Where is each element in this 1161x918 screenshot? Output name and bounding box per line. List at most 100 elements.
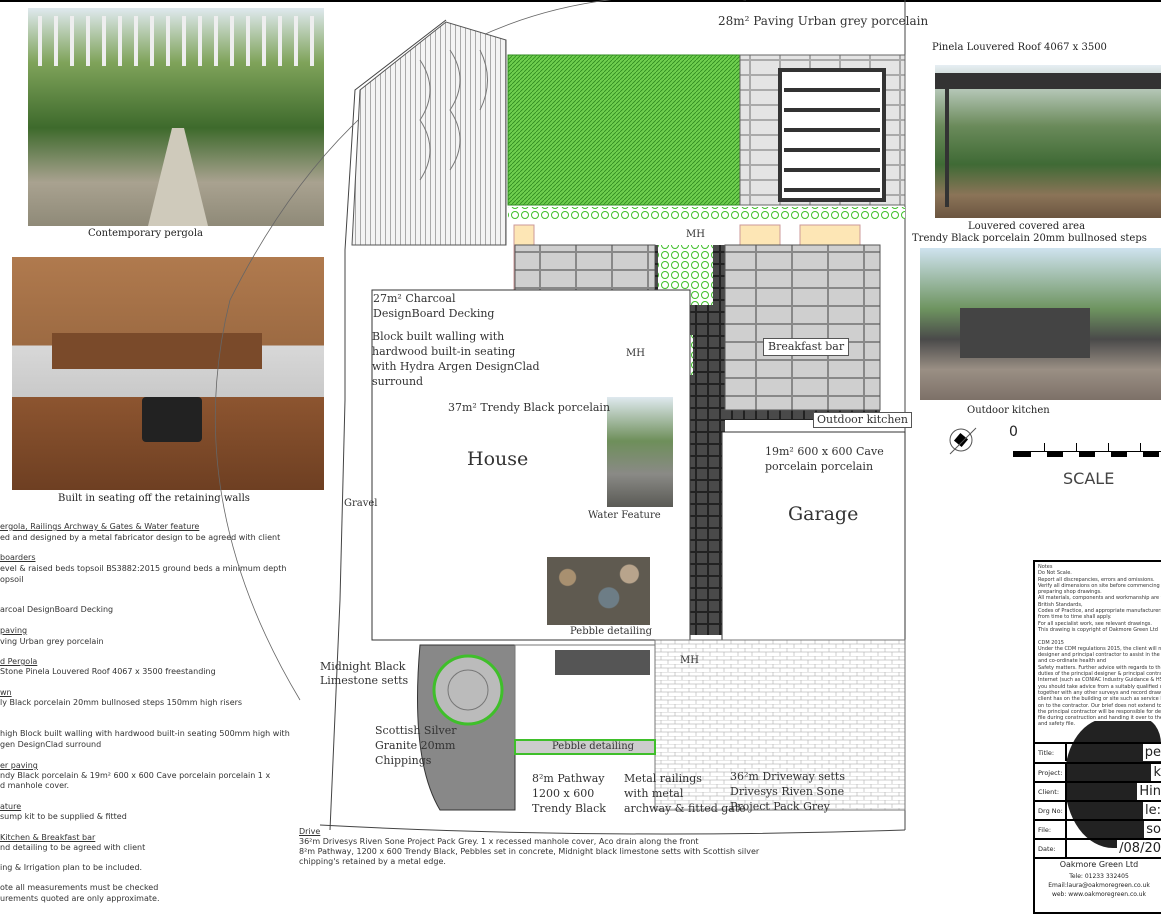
title-block-note-line: file during construction and handing it … bbox=[1038, 715, 1161, 722]
title-block-note-line: Internet (such as CONIAC Industry Guidan… bbox=[1038, 677, 1161, 684]
row-value: Hin bbox=[1137, 783, 1161, 800]
title-block-note-line: designer and principal contractor to ass… bbox=[1038, 652, 1161, 659]
page-border bbox=[0, 0, 1161, 4]
label-mh-2: MH bbox=[626, 348, 645, 359]
pergola-caption: Contemporary pergola bbox=[88, 228, 203, 239]
seating-photo bbox=[12, 257, 324, 490]
row-value: /08/20 bbox=[1117, 840, 1161, 857]
note-line: sump kit to be supplied & fitted bbox=[0, 812, 127, 821]
drive-line: chipping's retained by a metal edge. bbox=[299, 857, 446, 866]
note-heading: ergola, Railings Archway & Gates & Water… bbox=[0, 522, 200, 531]
row-key: Date: bbox=[1038, 845, 1056, 853]
title-block-note-line: British Standards, bbox=[1038, 601, 1083, 609]
label-walling-4: surround bbox=[372, 375, 424, 388]
label-decking-1: 27m² Charcoal bbox=[373, 292, 456, 305]
label-granite-1: Scottish Silver bbox=[375, 724, 457, 737]
label-pathway-2: 1200 x 600 bbox=[532, 787, 595, 800]
note-heading: d Pergola bbox=[0, 657, 38, 666]
note-line: d manhole cover. bbox=[0, 781, 70, 790]
title-block-note-line: preparing shop drawings. bbox=[1038, 589, 1102, 596]
title-block-note-line: Report all discrepancies, errors and omi… bbox=[1038, 576, 1155, 583]
title-block-row: Title: pe bbox=[1035, 742, 1161, 761]
title-block-row: Drg No:le: bbox=[1035, 800, 1161, 819]
note-heading: ature bbox=[0, 802, 22, 811]
company-email: Email:laura@oakmoregreen.co.uk bbox=[1035, 881, 1161, 890]
label-driveway-2: Drivesys Riven Sone bbox=[730, 785, 845, 798]
note-line: ving Urban grey porcelain bbox=[0, 637, 104, 646]
drive-heading: Drive bbox=[299, 827, 321, 836]
note-line: evel & raised beds topsoil BS3882:2015 g… bbox=[0, 564, 287, 573]
company-tel: Tele: 01233 332405 bbox=[1035, 872, 1161, 881]
title-block-note-line: Safety matters. Further advice with rega… bbox=[1038, 664, 1161, 672]
note-line: urements quoted are only approximate. bbox=[0, 894, 160, 903]
label-railings-1: Metal railings bbox=[624, 772, 702, 785]
scale-zero: 0 bbox=[1009, 424, 1018, 440]
seating-caption: Built in seating off the retaining walls bbox=[58, 493, 250, 504]
title-block-note-line: together with any other surveys and reco… bbox=[1038, 689, 1161, 697]
note-line: ote all measurements must be checked bbox=[0, 883, 159, 892]
title-block-row: Project:k bbox=[1035, 762, 1161, 781]
note-heading: paving bbox=[0, 626, 28, 635]
label-granite-3: Chippings bbox=[375, 754, 432, 767]
company-name: Oakmore Green Ltd bbox=[1035, 860, 1161, 869]
note-heading: wn bbox=[0, 688, 12, 697]
title-block-note-line: Codes of Practice, and appropriate manuf… bbox=[1038, 608, 1161, 615]
company-web: web: www.oakmoregreen.co.uk bbox=[1035, 890, 1161, 899]
note-line: high Block built walling with hardwood b… bbox=[0, 729, 290, 738]
label-granite-2: Granite 20mm bbox=[375, 739, 456, 752]
label-mh-1: MH bbox=[686, 229, 705, 240]
steps-caption: Trendy Black porcelain 20mm bullnosed st… bbox=[912, 233, 1147, 244]
row-value: pe bbox=[1142, 744, 1161, 761]
title-block-note-line: from time to time shall apply. bbox=[1038, 614, 1112, 621]
outdoor-kitchen-photo bbox=[920, 248, 1161, 400]
title-block-note-line: on to the contractor. Our brief does not… bbox=[1038, 702, 1161, 709]
louvered-caption: Louvered covered area bbox=[968, 221, 1086, 232]
label-top-paving: 28m² Paving Urban grey porcelain bbox=[718, 14, 929, 28]
row-key: Title: bbox=[1038, 749, 1055, 757]
north-arrow-icon bbox=[949, 427, 977, 455]
label-garage: Garage bbox=[788, 503, 859, 525]
label-walling-1: Block built walling with bbox=[372, 330, 505, 343]
drive-line: 8²m Pathway, 1200 x 600 Trendy Black, Pe… bbox=[299, 847, 760, 856]
label-pathway-1: 8²m Pathway bbox=[532, 772, 605, 785]
title-block-note-line: client has on the building or site such … bbox=[1038, 696, 1161, 703]
note-heading: Kitchen & Breakfast bar bbox=[0, 833, 96, 842]
title-block-note-line: you should take advice from a suitably q… bbox=[1038, 683, 1161, 690]
title-block-row: Date: /08/20 bbox=[1035, 838, 1161, 857]
scale-label: SCALE bbox=[1063, 469, 1115, 488]
note-line: ing & Irrigation plan to be included. bbox=[0, 863, 143, 872]
note-heading: er paving bbox=[0, 761, 38, 770]
note-line: gen DesignClad surround bbox=[0, 740, 102, 749]
row-key: Project: bbox=[1038, 769, 1063, 777]
divider bbox=[1035, 857, 1161, 859]
label-pathway-3: Trendy Black bbox=[532, 802, 606, 815]
title-block-note-line: duties of the principal designer & princ… bbox=[1038, 671, 1161, 678]
label-breakfast-bar: Breakfast bar bbox=[763, 338, 850, 356]
row-key: Client: bbox=[1038, 788, 1060, 796]
louvered-title: Pinela Louvered Roof 4067 x 3500 bbox=[932, 42, 1107, 53]
title-block-note-line: and safety file. bbox=[1038, 721, 1076, 728]
label-railings-2: with metal bbox=[624, 787, 684, 800]
label-cave-2: porcelain porcelain bbox=[765, 460, 874, 473]
title-block-note-line: CDM 2015 bbox=[1038, 639, 1064, 646]
note-line: ed and designed by a metal fabricator de… bbox=[0, 533, 281, 542]
title-block-note-line: For all specialist work, see relevant dr… bbox=[1038, 620, 1152, 627]
label-water-feature: Water Feature bbox=[588, 510, 661, 521]
note-line: opsoil bbox=[0, 575, 24, 584]
label-patio: 37m² Trendy Black porcelain bbox=[448, 401, 611, 414]
scale-bar: 0 bbox=[1009, 425, 1161, 459]
label-decking-2: DesignBoard Decking bbox=[373, 307, 495, 320]
pebble-photo bbox=[547, 557, 650, 625]
label-walling-3: with Hydra Argen DesignClad bbox=[372, 360, 540, 373]
note-line: Stone Pinela Louvered Roof 4067 x 3500 f… bbox=[0, 667, 216, 676]
label-outdoor-kitchen: Outdoor kitchen bbox=[813, 412, 913, 428]
title-block-note-line: Notes bbox=[1038, 564, 1053, 571]
pergola-photo bbox=[28, 8, 324, 226]
label-gravel: Gravel bbox=[344, 498, 378, 509]
row-key: File: bbox=[1038, 826, 1052, 834]
outdoor-kitchen-caption: Outdoor kitchen bbox=[967, 405, 1050, 416]
label-pebble-1: Pebble detailing bbox=[570, 626, 653, 637]
